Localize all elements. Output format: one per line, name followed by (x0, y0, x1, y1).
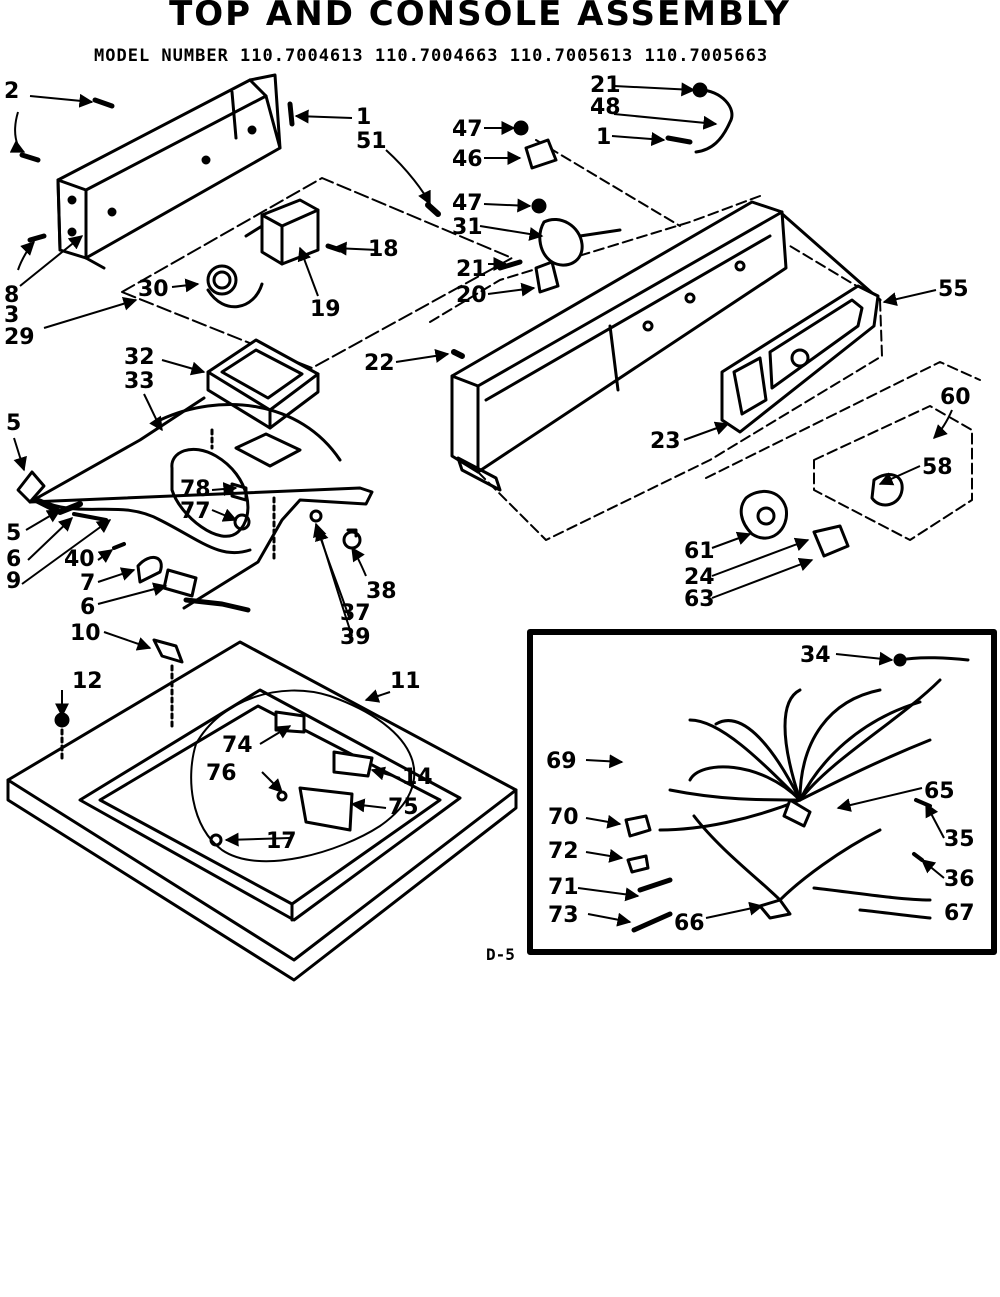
callout-74: 74 (222, 733, 253, 758)
harness-inset-box (527, 629, 997, 955)
callout-37: 37 (340, 601, 371, 626)
callout-14: 14 (402, 765, 433, 790)
callout-40: 40 (64, 547, 95, 572)
callout-36: 36 (944, 867, 975, 892)
top-cabinet-lid (6, 640, 518, 982)
callout-46: 46 (452, 147, 483, 172)
callout-34: 34 (800, 643, 831, 668)
callout-5-top: 5 (6, 411, 21, 436)
callout-30: 30 (138, 277, 169, 302)
callout-7: 7 (80, 571, 95, 596)
callout-12: 12 (72, 669, 103, 694)
page-title: TOP AND CONSOLE ASSEMBLY (169, 0, 791, 34)
callout-3: 3 (4, 303, 19, 328)
callout-77: 77 (180, 499, 211, 524)
callout-70: 70 (548, 805, 579, 830)
callout-58: 58 (922, 455, 953, 480)
callout-60: 60 (940, 385, 971, 410)
callout-33: 33 (124, 369, 155, 394)
callout-9: 9 (6, 569, 21, 594)
callout-1-top: 1 (356, 105, 371, 130)
callout-1-right: 1 (596, 125, 611, 150)
callout-8: 8 (4, 283, 19, 308)
callout-51: 51 (356, 129, 387, 154)
callout-35: 35 (944, 827, 975, 852)
callout-6-bottom: 6 (80, 595, 95, 620)
callout-47-mid: 47 (452, 191, 483, 216)
callout-21-mid: 21 (456, 257, 487, 282)
callout-71: 71 (548, 875, 579, 900)
callout-31: 31 (452, 215, 483, 240)
model-numbers: MODEL NUMBER 110.7004613 110.7004663 110… (94, 46, 769, 66)
callout-22: 22 (364, 351, 395, 376)
callout-63: 63 (684, 587, 715, 612)
callout-39: 39 (340, 625, 371, 650)
callout-21-top: 21 (590, 73, 621, 98)
callout-48: 48 (590, 95, 621, 120)
callout-17: 17 (266, 829, 297, 854)
callout-23: 23 (650, 429, 681, 454)
callout-20: 20 (456, 283, 487, 308)
page-reference: D-5 (486, 945, 515, 964)
callout-11: 11 (390, 669, 421, 694)
wire-harness (624, 653, 970, 933)
callout-61: 61 (684, 539, 715, 564)
callout-65: 65 (924, 779, 955, 804)
callout-78: 78 (180, 477, 211, 502)
callout-69: 69 (546, 749, 577, 774)
callout-32: 32 (124, 345, 155, 370)
timer-parts (451, 82, 734, 359)
callout-75: 75 (388, 795, 419, 820)
callout-55: 55 (938, 277, 969, 302)
callout-6-top: 6 (6, 547, 21, 572)
rear-console-panel (56, 73, 282, 270)
callout-72: 72 (548, 839, 579, 864)
callout-76: 76 (206, 761, 237, 786)
callout-29: 29 (4, 325, 35, 350)
callout-73: 73 (548, 903, 579, 928)
callout-24: 24 (684, 565, 715, 590)
bracket-box (206, 338, 320, 430)
front-console-panel (429, 139, 883, 541)
control-panel-inserts (705, 284, 981, 558)
callout-67: 67 (944, 901, 975, 926)
callout-47-top: 47 (452, 117, 483, 142)
callout-38: 38 (366, 579, 397, 604)
callout-10: 10 (70, 621, 101, 646)
callout-2: 2 (4, 79, 19, 104)
callout-19: 19 (310, 297, 341, 322)
callout-66: 66 (674, 911, 705, 936)
callout-5-bottom: 5 (6, 521, 21, 546)
callout-18: 18 (368, 237, 399, 262)
